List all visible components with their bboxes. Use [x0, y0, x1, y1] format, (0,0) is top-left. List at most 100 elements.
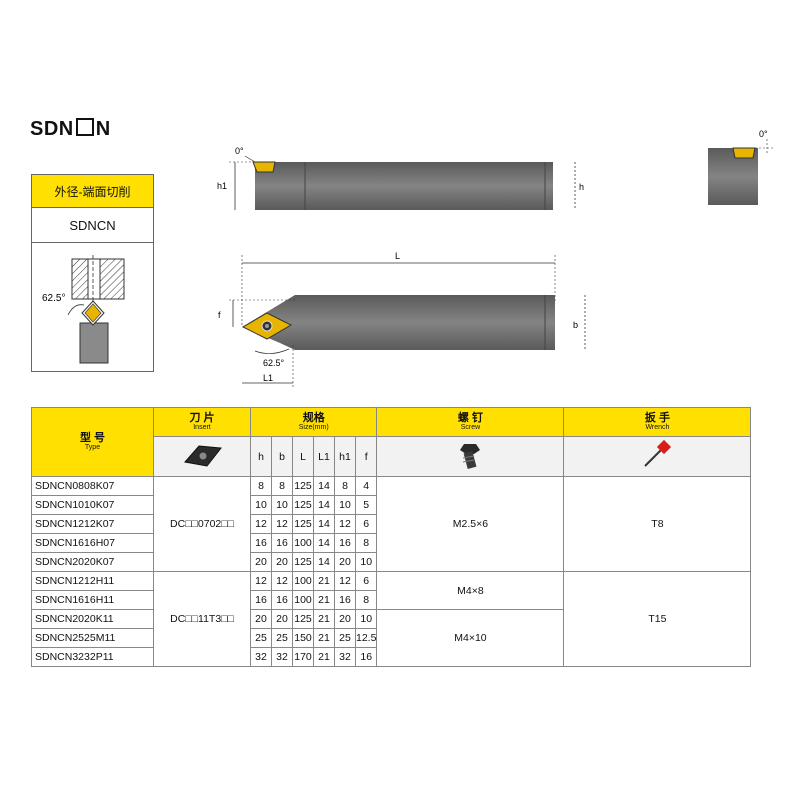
dim-value-cell: 125 [292, 552, 314, 572]
dim-value-cell: 20 [334, 609, 356, 629]
screw-icon [460, 444, 481, 469]
dim-value-cell: 12 [250, 571, 272, 591]
insert-icon [184, 445, 222, 467]
dim-value-cell: 8 [354, 533, 378, 553]
screw-cell: M4×8 [376, 571, 565, 610]
dim-value-cell: 6 [354, 571, 378, 591]
type-cell: SDNCN1616H11 [31, 590, 154, 610]
type-cell: SDNCN1616H07 [31, 533, 154, 553]
cutting-diagram: 62.5° [42, 255, 125, 364]
label-angle-top: 0° [235, 146, 244, 156]
dim-f: f [354, 436, 378, 477]
screw-icon-cell [376, 436, 565, 477]
dim-value-cell: 100 [292, 571, 314, 591]
screw-cell: M4×10 [376, 609, 565, 667]
tool-top-view: h1 0° h [217, 146, 584, 210]
insert-icon-cell [153, 436, 251, 477]
type-cell: SDNCN2020K07 [31, 552, 154, 572]
dim-value-cell: 100 [292, 533, 314, 553]
dim-value-cell: 21 [313, 571, 335, 591]
diagram-angle-label: 62.5° [42, 293, 65, 304]
type-box: 外径-端面切削 SDNCN 62.5° [31, 174, 154, 372]
dim-value-cell: 25 [271, 628, 293, 648]
label-h: h [579, 182, 584, 192]
dim-value-cell: 100 [292, 590, 314, 610]
type-cell: SDNCN3232P11 [31, 647, 154, 667]
dim-value-cell: 16 [250, 533, 272, 553]
dim-value-cell: 125 [292, 609, 314, 629]
dim-value-cell: 16 [250, 590, 272, 610]
dim-value-cell: 5 [354, 495, 378, 515]
dim-value-cell: 21 [313, 628, 335, 648]
type-box-header: 外径-端面切削 [32, 175, 153, 208]
wrench-cell: T15 [563, 571, 752, 667]
dim-value-cell: 4 [354, 476, 378, 496]
dim-value-cell: 125 [292, 495, 314, 515]
dim-value-cell: 16 [334, 533, 356, 553]
dim-value-cell: 12 [334, 571, 356, 591]
dim-value-cell: 12 [271, 571, 293, 591]
label-b: b [573, 320, 578, 330]
dim-value-cell: 12 [250, 514, 272, 534]
screw-cell: M2.5×6 [376, 476, 565, 572]
insert-end [732, 147, 756, 159]
dim-value-cell: 20 [334, 552, 356, 572]
tool-end-view: 0° [708, 129, 775, 205]
dim-value-cell: 170 [292, 647, 314, 667]
dim-h1: h1 [334, 436, 356, 477]
dim-value-cell: 14 [313, 514, 335, 534]
dim-value-cell: 20 [271, 552, 293, 572]
type-cell: SDNCN2525M11 [31, 628, 154, 648]
dim-value-cell: 25 [250, 628, 272, 648]
label-L1: L1 [263, 373, 273, 383]
tool-shank [79, 322, 109, 364]
dim-value-cell: 16 [271, 590, 293, 610]
type-cell: SDNCN0808K07 [31, 476, 154, 496]
dim-value-cell: 20 [271, 609, 293, 629]
dim-value-cell: 32 [334, 647, 356, 667]
wrench-cell: T8 [563, 476, 752, 572]
dim-value-cell: 16 [354, 647, 378, 667]
dim-value-cell: 32 [250, 647, 272, 667]
dim-value-cell: 14 [313, 533, 335, 553]
label-h1: h1 [217, 181, 227, 191]
wrench-icon [644, 439, 672, 467]
label-angle-end: 0° [759, 129, 768, 139]
dim-value-cell: 16 [334, 590, 356, 610]
dim-value-cell: 10 [354, 552, 378, 572]
dim-value-cell: 12.5 [354, 628, 378, 648]
type-cell: SDNCN1212H11 [31, 571, 154, 591]
type-cell: SDNCN1010K07 [31, 495, 154, 515]
dim-value-cell: 12 [334, 514, 356, 534]
dim-value-cell: 14 [313, 495, 335, 515]
dim-h: h [250, 436, 272, 477]
dim-value-cell: 150 [292, 628, 314, 648]
dim-L: L [292, 436, 314, 477]
shank-side [242, 295, 555, 350]
dim-value-cell: 21 [313, 609, 335, 629]
insert-top [252, 161, 276, 173]
dim-value-cell: 8 [271, 476, 293, 496]
dim-value-cell: 125 [292, 476, 314, 496]
dim-value-cell: 8 [334, 476, 356, 496]
dim-value-cell: 10 [271, 495, 293, 515]
dim-value-cell: 25 [334, 628, 356, 648]
insert-cell: DC□□11T3□□ [153, 571, 251, 667]
label-f: f [218, 310, 221, 320]
dim-value-cell: 8 [250, 476, 272, 496]
shank-top [255, 162, 553, 210]
